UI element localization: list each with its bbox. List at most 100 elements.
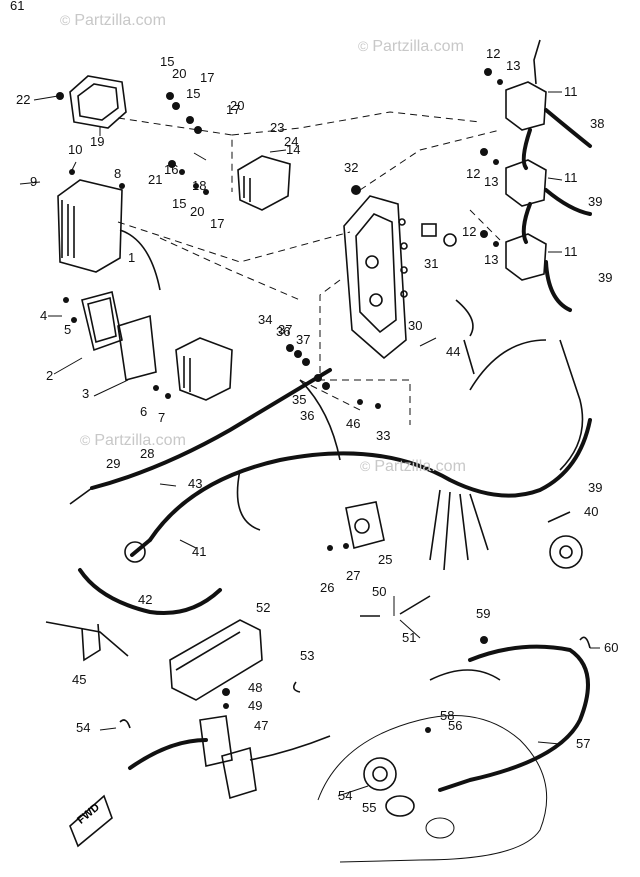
callout-17: 17 [210, 216, 224, 231]
callout-8: 8 [114, 166, 121, 181]
callout-48: 48 [248, 680, 262, 695]
callout-53: 53 [300, 648, 314, 663]
callout-51: 51 [402, 630, 416, 645]
callout-34: 34 [258, 312, 272, 327]
callout-13: 13 [506, 58, 520, 73]
harness-58 [429, 644, 590, 792]
callout-33: 33 [376, 428, 390, 443]
callout-50: 50 [372, 584, 386, 599]
wire-harness-44 [69, 368, 332, 505]
callout-7: 7 [158, 410, 165, 425]
callout-49: 49 [248, 698, 262, 713]
callout-25: 25 [378, 552, 392, 567]
callout-28: 28 [140, 446, 154, 461]
callout-23: 23 [270, 120, 284, 135]
callout-2: 2 [46, 368, 53, 383]
callout-11: 11 [564, 84, 578, 99]
bracket-46 [45, 621, 129, 662]
callout-21: 21 [148, 172, 162, 187]
callout-38: 38 [590, 116, 604, 131]
callout-9: 9 [30, 174, 37, 189]
part-55 [363, 757, 397, 791]
callout-61: 61 [10, 0, 24, 13]
assembly-guide-lines [117, 111, 501, 425]
callout-4: 4 [40, 308, 47, 323]
callout-39: 39 [588, 480, 602, 495]
callout-44: 44 [446, 344, 460, 359]
callout-3: 3 [82, 386, 89, 401]
ignition-coil-11-top [505, 39, 547, 131]
callout-39: 39 [598, 270, 612, 285]
callout-29: 29 [106, 456, 120, 471]
callout-41: 41 [192, 544, 206, 559]
callout-30: 30 [408, 318, 422, 333]
spark-plug-lead-39 [521, 108, 592, 312]
o-ring-56 [385, 795, 415, 817]
ignition-coil-11-bottom [505, 233, 547, 281]
callout-22: 22 [16, 92, 30, 107]
rectifier-14 [237, 155, 291, 211]
leader-lines [19, 91, 600, 797]
callout-15: 15 [186, 86, 200, 101]
starter-relay-48 [128, 715, 331, 800]
callout-42: 42 [138, 592, 152, 607]
watermark: ©Partzilla.com [358, 38, 464, 55]
callout-35: 35 [292, 392, 306, 407]
lower-cowling-outline [317, 715, 548, 863]
callout-57: 57 [576, 736, 590, 751]
callout-5: 5 [64, 322, 71, 337]
bracket-19 [69, 75, 127, 129]
callout-37: 37 [278, 322, 292, 337]
callout-18: 18 [192, 178, 206, 193]
callout-20: 20 [230, 98, 244, 113]
callout-27: 27 [346, 568, 360, 583]
callout-43: 43 [188, 476, 202, 491]
callout-26: 26 [320, 580, 334, 595]
callout-20: 20 [172, 66, 186, 81]
callout-39: 39 [588, 194, 602, 209]
callout-36: 36 [276, 324, 290, 339]
callout-52: 52 [256, 600, 270, 615]
switch-40-41 [547, 511, 583, 569]
callout-15: 15 [172, 196, 186, 211]
relay-25 [345, 501, 385, 549]
ignition-module [175, 337, 233, 401]
callout-11: 11 [564, 244, 578, 259]
wire-harness-42 [124, 418, 592, 563]
callout-12: 12 [466, 166, 480, 181]
callout-11: 11 [564, 170, 578, 185]
callout-12: 12 [486, 46, 500, 61]
ignition-coil-11-mid [505, 159, 547, 207]
cover-53 [169, 619, 263, 701]
callout-10: 10 [68, 142, 82, 157]
bracket-31 [343, 195, 408, 360]
fasteners [56, 68, 591, 733]
watermark: ©Partzilla.com [60, 12, 166, 29]
callout-24: 24 [284, 134, 298, 149]
cdi-unit-1 [57, 179, 161, 291]
callout-31: 31 [424, 256, 438, 271]
callout-56: 56 [448, 718, 462, 733]
callout-14: 14 [286, 142, 300, 157]
callout-17: 17 [200, 70, 214, 85]
callout-58: 58 [440, 708, 454, 723]
watermark: ©Partzilla.com [360, 458, 466, 475]
callout-13: 13 [484, 252, 498, 267]
harness-43 [78, 568, 222, 615]
callout-1: 1 [128, 250, 135, 265]
callout-54: 54 [76, 720, 90, 735]
callout-54: 54 [338, 788, 352, 803]
callout-20: 20 [190, 204, 204, 219]
callout-13: 13 [484, 174, 498, 189]
callout-47: 47 [254, 718, 268, 733]
callout-36: 36 [300, 408, 314, 423]
callout-40: 40 [584, 504, 598, 519]
watermark: ©Partzilla.com [80, 432, 186, 449]
callout-17: 17 [226, 102, 240, 117]
callout-6: 6 [140, 404, 147, 419]
callout-32: 32 [344, 160, 358, 175]
callout-12: 12 [462, 224, 476, 239]
